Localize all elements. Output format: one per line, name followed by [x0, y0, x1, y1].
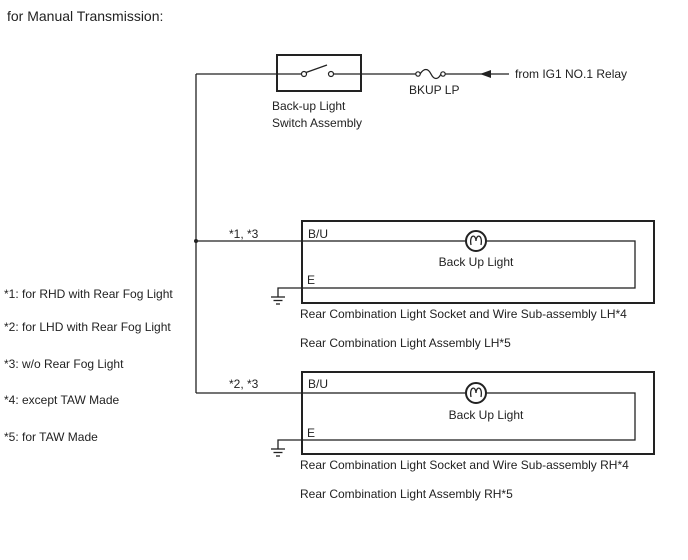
arrow-left-icon: [480, 70, 491, 78]
note-2: *2: for LHD with Rear Fog Light: [4, 320, 171, 334]
lh-ground-wire: [277, 287, 302, 297]
lh-pin-e: E: [307, 273, 315, 287]
note-4: *4: except TAW Made: [4, 393, 119, 407]
rh-caption-1: Rear Combination Light Socket and Wire S…: [300, 458, 629, 472]
switch-label-line2: Switch Assembly: [272, 116, 362, 130]
rh-pin-e: E: [307, 426, 315, 440]
note-1: *1: for RHD with Rear Fog Light: [4, 287, 173, 301]
fuse-label: BKUP LP: [409, 83, 459, 97]
source-label: from IG1 NO.1 Relay: [515, 67, 627, 81]
lh-bulb-label: Back Up Light: [439, 255, 514, 269]
fuse-icon: [415, 68, 446, 80]
rh-ground-wire: [277, 439, 302, 449]
note-5: *5: for TAW Made: [4, 430, 98, 444]
lh-caption-1: Rear Combination Light Socket and Wire S…: [300, 307, 627, 321]
rh-pin-bu: B/U: [308, 377, 328, 391]
rh-bulb-label: Back Up Light: [449, 408, 524, 422]
switch-label-line1: Back-up Light: [272, 99, 346, 113]
lh-branch-label: *1, *3: [229, 227, 259, 241]
lh-pin-bu: B/U: [308, 227, 328, 241]
lh-caption-2: Rear Combination Light Assembly LH*5: [300, 336, 511, 350]
rh-branch-label: *2, *3: [229, 377, 259, 391]
rh-ground-icon: [271, 448, 285, 457]
rh-bulb-icon: [465, 382, 487, 404]
note-3: *3: w/o Rear Fog Light: [4, 357, 124, 371]
diagram-title: for Manual Transmission:: [7, 8, 163, 24]
backup-light-switch: [276, 54, 362, 92]
lh-ground-icon: [271, 296, 285, 305]
rh-caption-2: Rear Combination Light Assembly RH*5: [300, 487, 513, 501]
lh-bulb-icon: [465, 230, 487, 252]
